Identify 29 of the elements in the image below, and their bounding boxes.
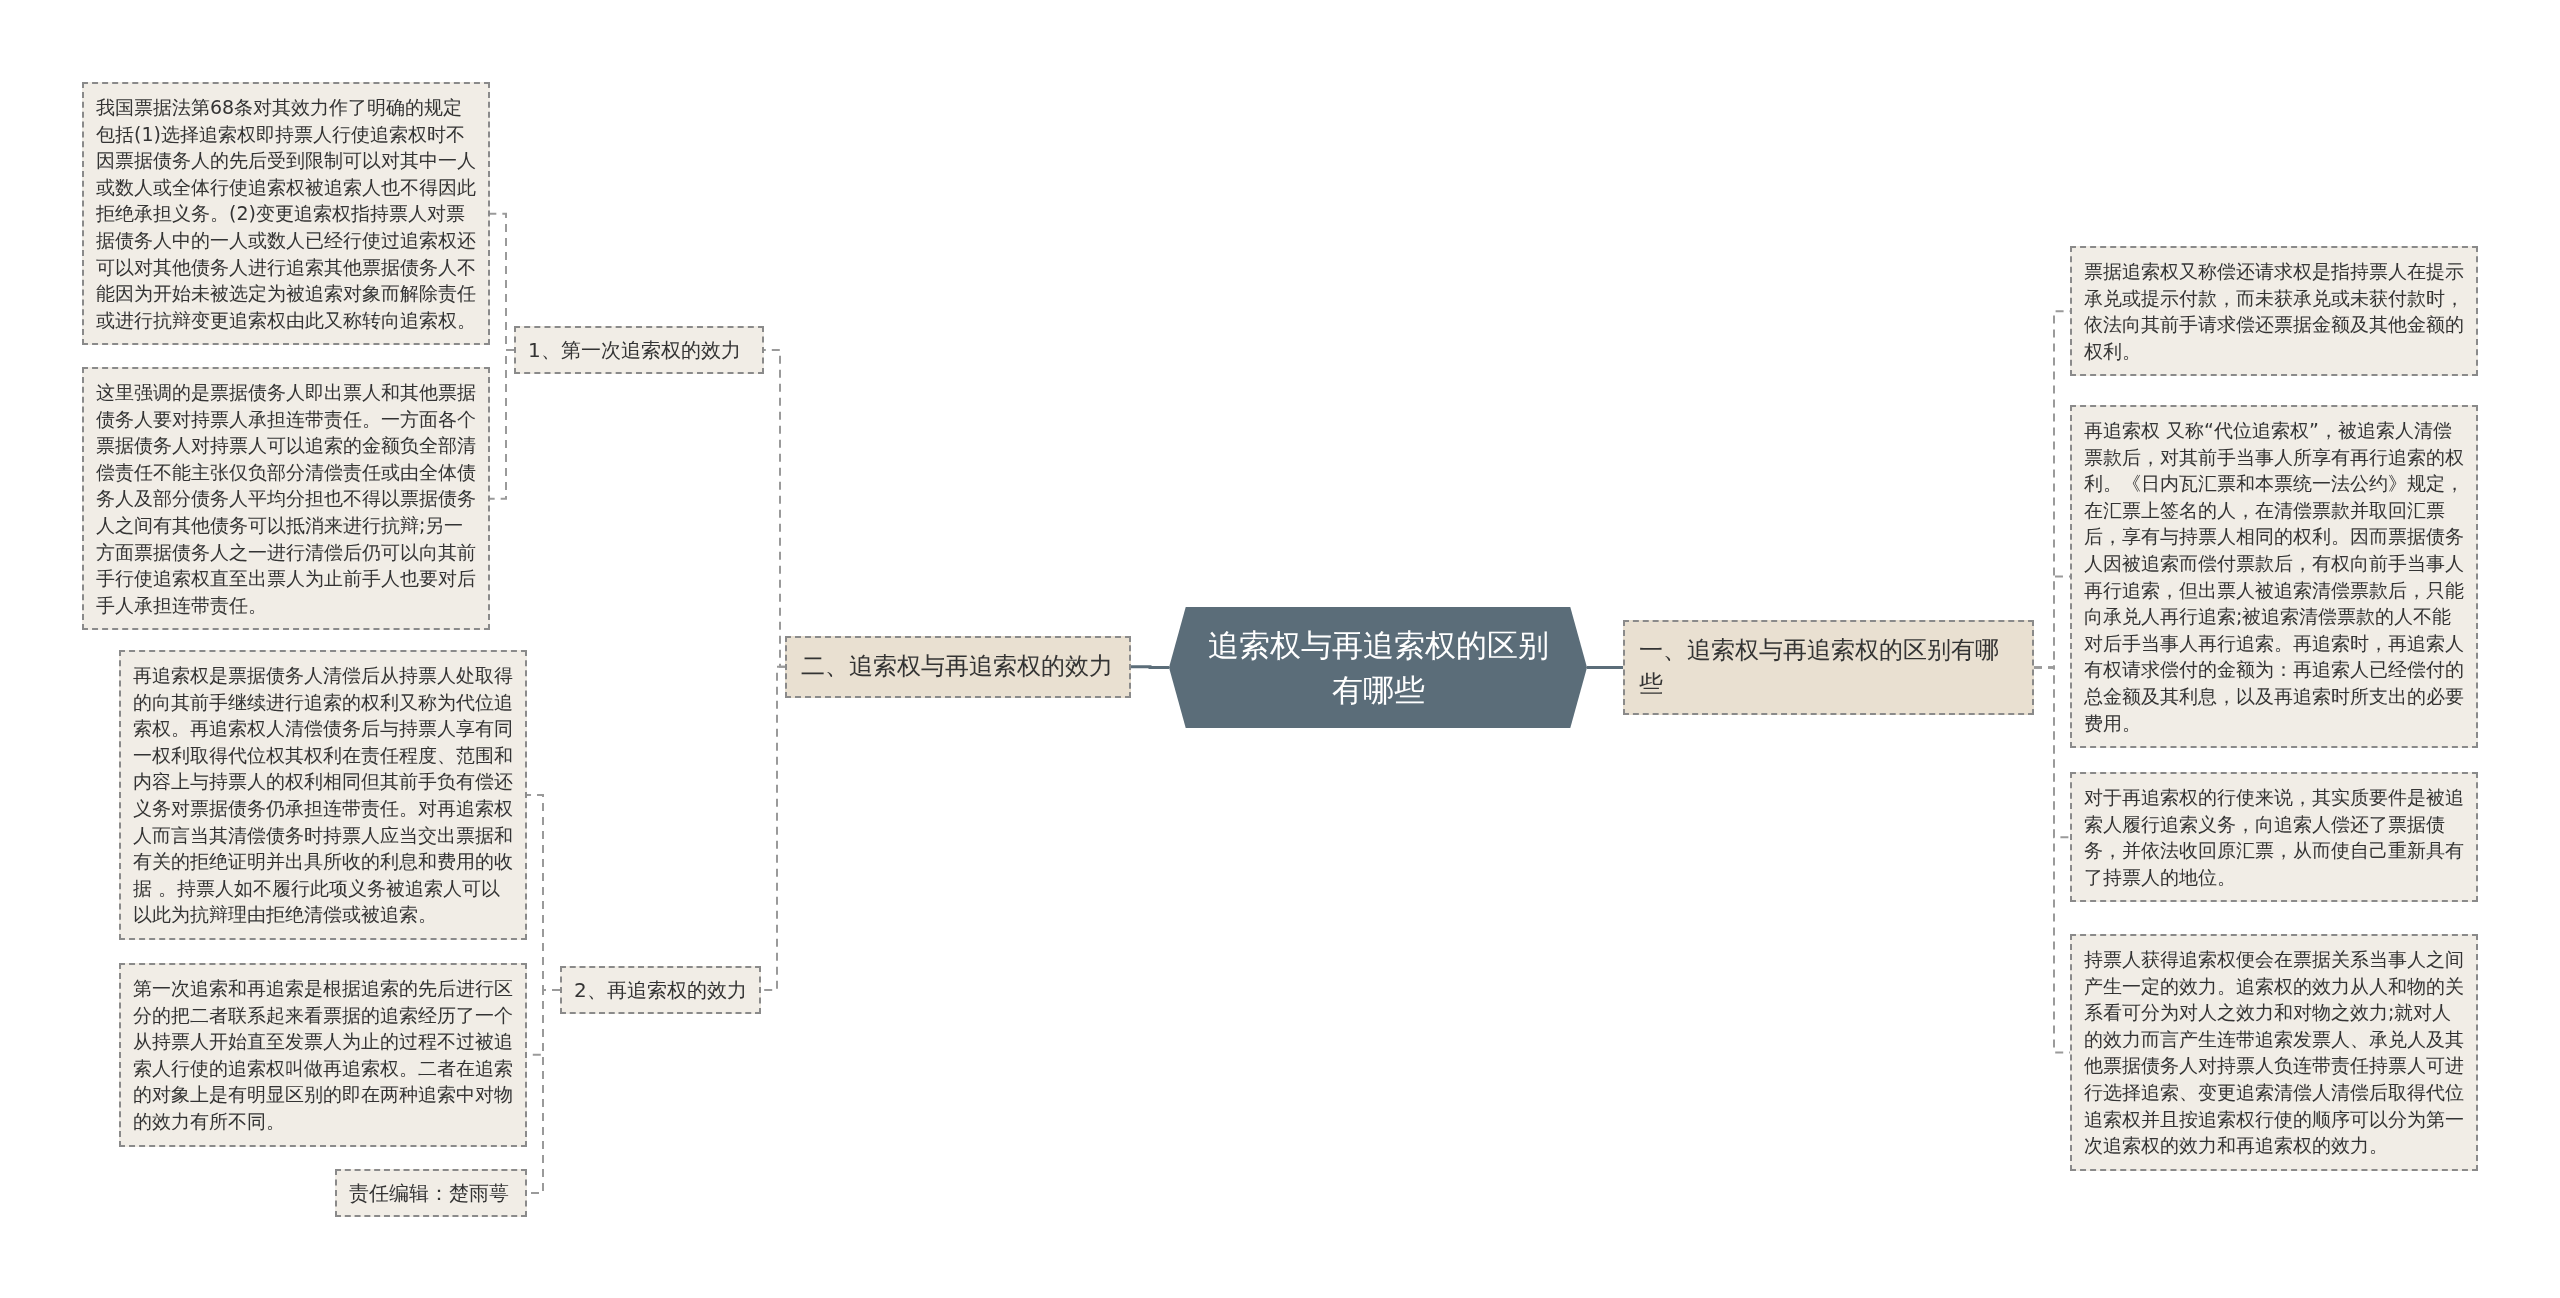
- note-text: 再追索权是票据债务人清偿后从持票人处取得的向其前手继续进行追索的权利又称为代位追索权。再追索权人清偿债务后与持票人享有同一权利取得代位权其权利在责任程度、范围和内容上与持票人的权利相同但其前手负有偿还义务对票据债务仍承担连带责任。对再追索权人而言当其清偿债务时持票人应当交出票据和有关的拒绝证明并出具所收的利息和费用的收据 。持票人如不履行此项义务被追索人可以以此为抗辩理由拒绝清偿或被追索。: [133, 663, 513, 928]
- note-text: 我国票据法第68条对其效力作了明确的规定包括(1)选择追索权即持票人行使追索权时不因票据债务人的先后受到限制可以对其中一人或数人或全体行使追索权被追索人也不得因此拒绝承担义务。(2)变更追索权指持票人对票据债务人中的一人或数人已经行使过追索权还可以对其他债务人进行追索其他票据债务人不能因为开始未被选定为被追索对象而解除责任或进行抗辩变更追索权由此又称转向追索权。: [96, 95, 476, 333]
- note-box: [82, 82, 490, 346]
- connector-line: [489, 349, 515, 500]
- topic-label: 1、第一次追索权的效力: [528, 337, 742, 364]
- topic-label: 责任编辑：楚雨萼: [349, 1180, 510, 1207]
- note-text: 第一次追索和再追索是根据追索的先后进行区分的把二者联系起来看票据的追索经历了一个从持票人开始直至发票人为止的过程不过被追索人行使的追索权叫做再追索权。二者在追索的对象上是有明显区别的即在两种追索中对物的效力有所不同。: [133, 976, 513, 1134]
- note-box: [82, 367, 490, 631]
- note-text: 持票人获得追索权便会在票据关系当事人之间产生一定的效力。追索权的效力从人和物的关系看可分为对人之效力和对物之效力;就对人的效力而言产生连带追索发票人、承兑人及其他票据债务人对持票人负连带责任持票人可进行选择追索、变更追索清偿人清偿后取得代位追索权并且按追索权行使的顺序可以分为第一次追索权的效力和再追索权的效力。: [2084, 947, 2464, 1159]
- note-text: 再追索权 又称“代位追索权”，被追索人清偿票款后，对其前手当事人所享有再行追索的权利。《日内瓦汇票和本票统一法公约》规定，在汇票上签名的人，在清偿票款并取回汇票后，享有与持票人相同的权利。因而票据债务人因被追索而偿付票款后，有权向前手当事人再行追索，但出票人被追索清偿票款后，只能向承兑人再行追索;被追索清偿票款的人不能对后手当事人再行追索。再追索时，再追索人有权请求偿付的金额为：再追索人已经偿付的总金额及其利息，以及再追索时所支出的必要费用。: [2084, 418, 2464, 736]
- subtopic-box: [335, 1169, 527, 1217]
- note-text: 票据追索权又称偿还请求权是指持票人在提示承兑或提示付款，而未获承兑或未获付款时，依法向其前手请求偿还票据金额及其他金额的权利。: [2084, 259, 2464, 364]
- note-box: [2070, 246, 2478, 377]
- subtopic-box: [560, 966, 761, 1014]
- note-box: [2070, 934, 2478, 1171]
- note-text: 这里强调的是票据债务人即出票人和其他票据债务人要对持票人承担连带责任。一方面各个票据债务人对持票人可以追索的金额负全部清偿责任不能主张仅负部分清偿责任或由全体债务人及部分债务人平均分担也不得以票据债务人之间有其他债务可以抵消来进行抗辩;另一方面票据债务人之一进行清偿后仍可以向其前手行使追索权直至出票人为止前手人也要对后手人承担连带责任。: [96, 380, 476, 618]
- subtopic-box: [514, 326, 764, 374]
- branch-box: [1623, 620, 2034, 716]
- note-text: 对于再追索权的行使来说，其实质要件是被追索人履行追索义务，向追索人偿还了票据债务，并依法收回原汇票，从而使自己重新具有了持票人的地位。: [2084, 785, 2464, 890]
- connector-line: [1131, 665, 1169, 669]
- note-box: [2070, 772, 2478, 903]
- topic-label: 二、追索权与再追索权的效力: [801, 651, 1114, 682]
- note-box: [119, 963, 527, 1147]
- branch-box: [785, 636, 1131, 698]
- topic-label: 2、再追索权的效力: [574, 977, 747, 1004]
- topic-label: 追索权与再追索权的区别有哪些: [1206, 625, 1550, 710]
- topic-hexagon: [1169, 607, 1587, 728]
- topic-label: 一、追索权与再追索权的区别有哪些: [1639, 635, 2000, 700]
- connector-line: [1587, 666, 1623, 670]
